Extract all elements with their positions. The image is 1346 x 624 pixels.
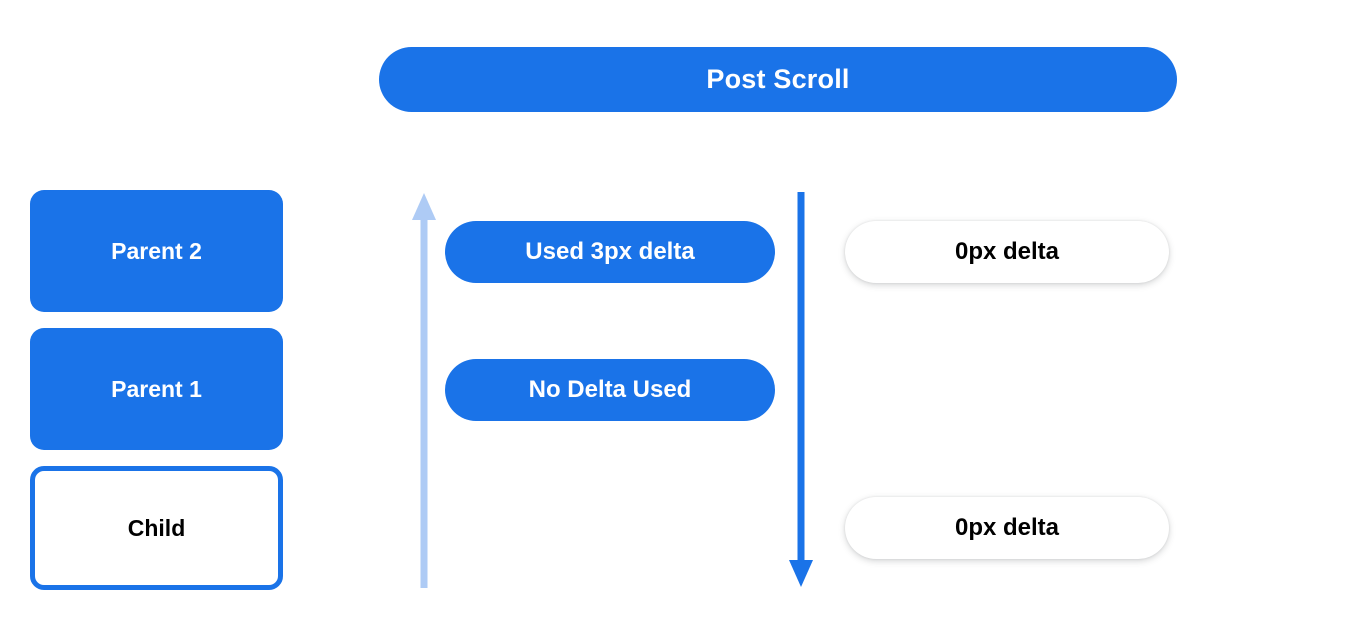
stack-box-parent-2-label: Parent 2	[111, 237, 202, 264]
banner-title: Post Scroll	[706, 64, 850, 94]
pill-used-3px-delta-label: Used 3px delta	[525, 238, 695, 265]
pill-zero-delta-top: 0px delta	[845, 221, 1169, 283]
pill-no-delta-used-label: No Delta Used	[528, 376, 692, 403]
pill-used-3px-delta: Used 3px delta	[445, 221, 775, 283]
pill-zero-delta-bottom: 0px delta	[845, 497, 1169, 559]
stack-box-parent-2: Parent 2	[30, 190, 283, 312]
scroll-up-arrow-icon	[412, 193, 436, 588]
stack-box-parent-1-label: Parent 1	[111, 375, 202, 402]
post-scroll-banner: Post Scroll	[379, 47, 1177, 112]
pill-zero-delta-bottom-label: 0px delta	[954, 514, 1060, 541]
stack-box-child: Child	[30, 466, 283, 590]
scroll-down-arrow-icon	[789, 192, 813, 587]
pill-no-delta-used: No Delta Used	[445, 359, 775, 421]
stack-box-child-label: Child	[127, 514, 186, 541]
stack-box-parent-1: Parent 1	[30, 328, 283, 450]
pill-zero-delta-top-label: 0px delta	[954, 238, 1060, 265]
